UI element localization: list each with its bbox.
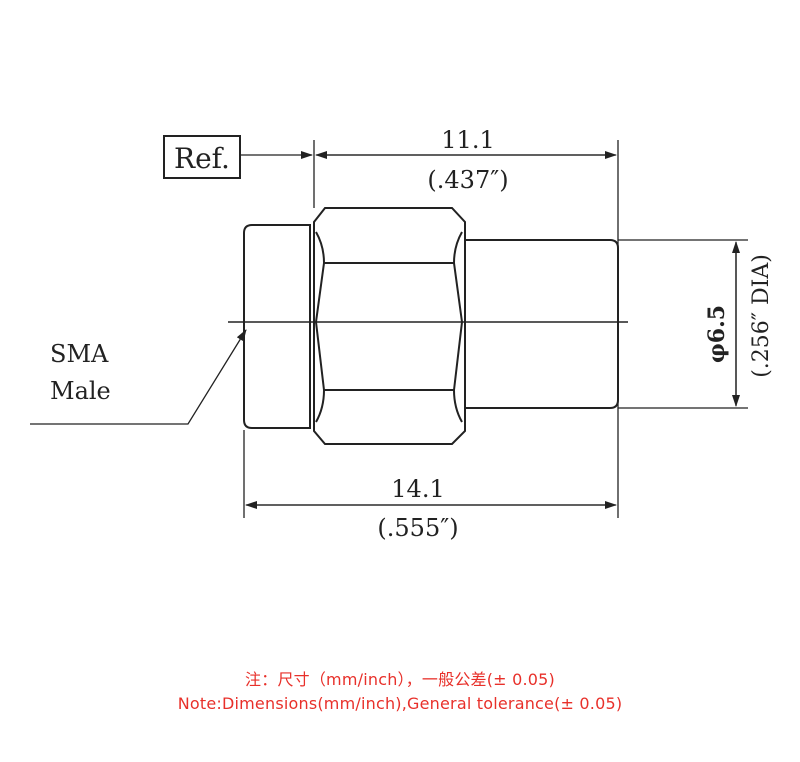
dim-dia-in: (.256″ DIA) — [749, 254, 774, 378]
dim-top-in: (.437″) — [427, 166, 508, 194]
hex-nut-outline — [313, 207, 466, 445]
dim-bottom-in: (.555″) — [377, 514, 458, 542]
rear-body — [465, 239, 619, 409]
note-english: Note:Dimensions(mm/inch),General toleran… — [177, 694, 623, 713]
hex-edge-left — [314, 231, 326, 423]
note-chinese: 注：尺寸（mm/inch），一般公差(± 0.05) — [245, 670, 555, 689]
dim-bottom-mm: 14.1 — [391, 475, 444, 503]
ref-label: Ref. — [174, 142, 230, 175]
coupling-left-body — [243, 224, 311, 429]
callout-line2: Male — [50, 377, 111, 405]
ref-box — [163, 135, 241, 179]
dim-dia-mm: φ6.5 — [704, 305, 730, 363]
callout-line1: SMA — [50, 340, 109, 368]
dim-top-mm: 11.1 — [441, 126, 494, 154]
hex-edge-right — [452, 231, 464, 423]
callout-leader — [30, 329, 247, 425]
